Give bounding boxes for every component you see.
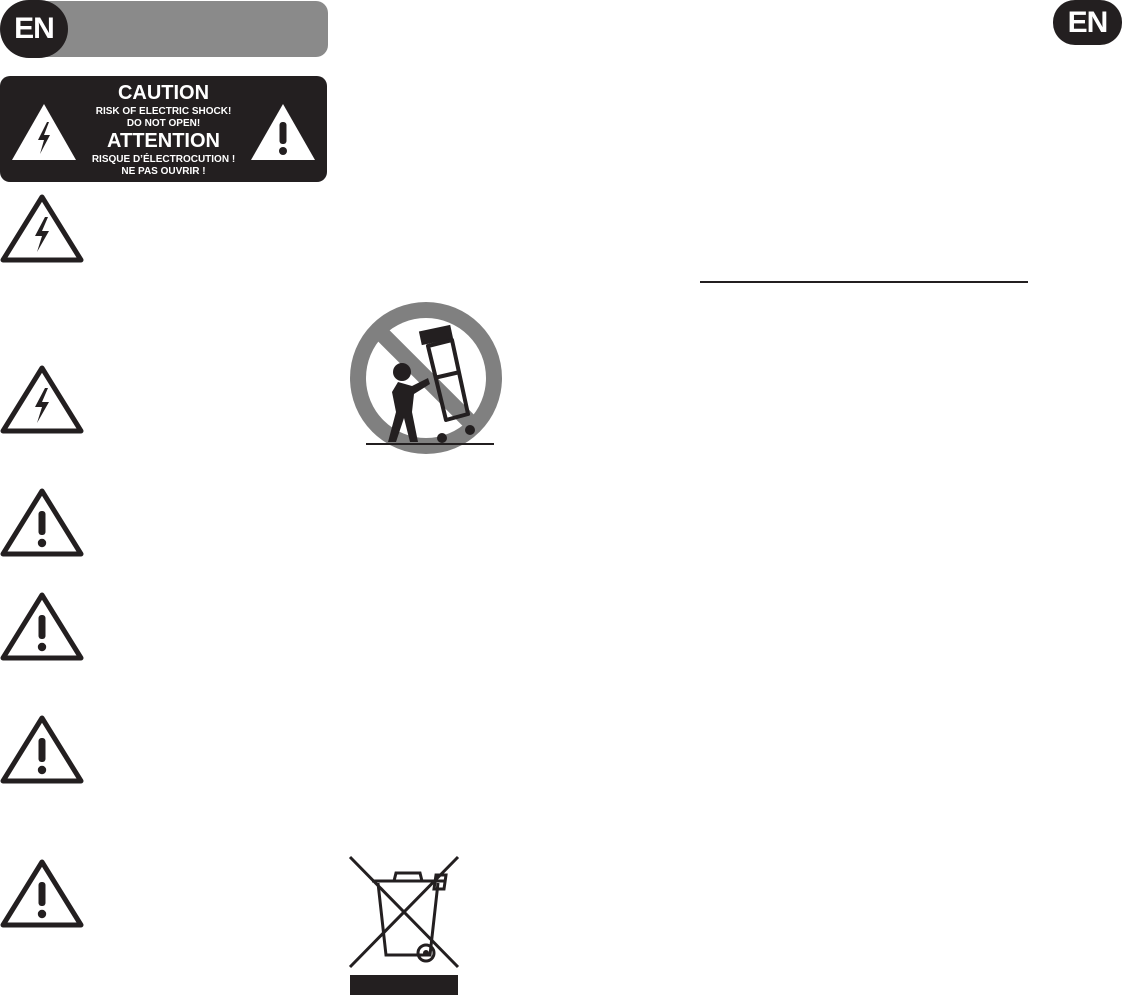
- language-badge-right: EN: [1053, 0, 1122, 45]
- exclamation-warning-icon: [0, 488, 84, 557]
- language-badge-right-label: EN: [1067, 6, 1109, 39]
- weee-crossed-bin-icon: [348, 855, 460, 995]
- caution-open-text: DO NOT OPEN!: [126, 118, 201, 129]
- language-header-bar: EN: [0, 0, 328, 58]
- exclamation-warning-icon: [251, 104, 315, 160]
- header-gray-band: [40, 1, 328, 57]
- section-divider: [700, 281, 1028, 283]
- attention-open-text: NE PAS OUVRIR !: [121, 166, 206, 177]
- language-badge-left: EN: [0, 0, 68, 58]
- no-cart-tipping-icon: [350, 302, 502, 454]
- caution-shock-text: RISK OF ELECTRIC SHOCK!: [95, 106, 232, 117]
- exclamation-warning-icon: [0, 592, 84, 661]
- exclamation-warning-icon: [0, 859, 84, 928]
- exclamation-warning-icon: [0, 715, 84, 784]
- caution-panel: CAUTION RISK OF ELECTRIC SHOCK! DO NOT O…: [0, 76, 327, 182]
- attention-shock-text: RISQUE D’ÉLECTROCUTION !: [91, 154, 236, 165]
- caution-heading: CAUTION: [117, 82, 210, 104]
- attention-heading: ATTENTION: [107, 130, 220, 152]
- lightning-warning-icon: [12, 104, 76, 160]
- lightning-warning-icon: [0, 365, 84, 434]
- language-badge-left-label: EN: [14, 12, 55, 45]
- lightning-warning-icon: [0, 194, 84, 263]
